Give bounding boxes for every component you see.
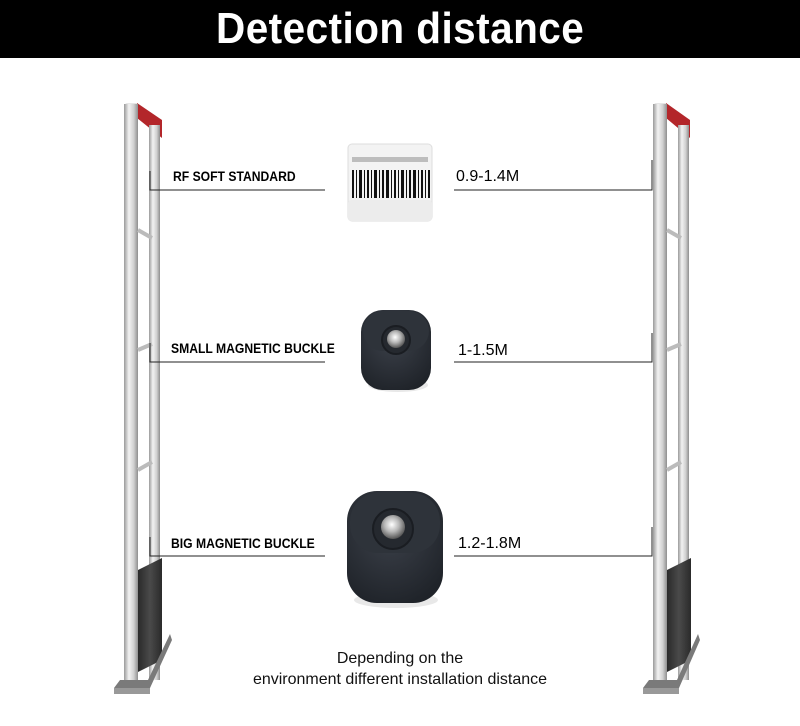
barcode-digits — [352, 157, 428, 162]
left-gate-crossbar — [137, 228, 153, 240]
row-3-lines — [149, 527, 653, 557]
row-1-label: RF SOFT STANDARD — [173, 169, 296, 184]
left-gate-base-housing — [138, 558, 162, 672]
right-gate-crossbar — [666, 460, 682, 472]
pin-knob — [381, 515, 405, 539]
left-gate-front-pole — [124, 104, 138, 688]
right-gate-rear-pole — [678, 125, 689, 680]
row-1-range: 0.9-1.4M — [456, 168, 520, 185]
page-title: Detection distance — [215, 4, 585, 53]
row-3-range: 1.2-1.8M — [458, 535, 522, 552]
left-gate-foot — [114, 634, 172, 688]
right-gate-crossbar — [666, 228, 682, 240]
barcode-icon — [352, 170, 430, 198]
row-2-label: SMALL MAGNETIC BUCKLE — [171, 341, 335, 356]
big-magnetic-buckle-icon — [347, 491, 443, 608]
left-security-gate — [114, 103, 172, 694]
row-3-label: BIG MAGNETIC BUCKLE — [171, 536, 315, 551]
row-2-lines — [149, 333, 653, 363]
right-gate-base-housing — [667, 558, 691, 672]
right-gate-front-pole — [653, 104, 667, 688]
pin-knob — [387, 330, 405, 348]
caption-line-2: environment different installation dista… — [252, 671, 548, 688]
rf-soft-label-icon — [347, 143, 433, 222]
caption-line-1: Depending on the — [336, 650, 464, 667]
small-magnetic-buckle-icon — [361, 310, 431, 392]
right-gate-foot — [643, 634, 700, 688]
row-1-lines — [149, 160, 653, 191]
left-gate-rear-pole — [149, 125, 160, 680]
left-gate-crossbar — [137, 460, 153, 472]
right-gate-crossbar — [666, 342, 682, 352]
caption: Depending on the environment different i… — [0, 648, 800, 690]
row-2-range: 1-1.5M — [458, 342, 508, 359]
left-gate-foot-edge — [114, 688, 150, 694]
right-security-gate — [643, 103, 700, 694]
right-gate-foot-edge — [643, 688, 679, 694]
title-banner: Detection distance — [0, 0, 800, 58]
